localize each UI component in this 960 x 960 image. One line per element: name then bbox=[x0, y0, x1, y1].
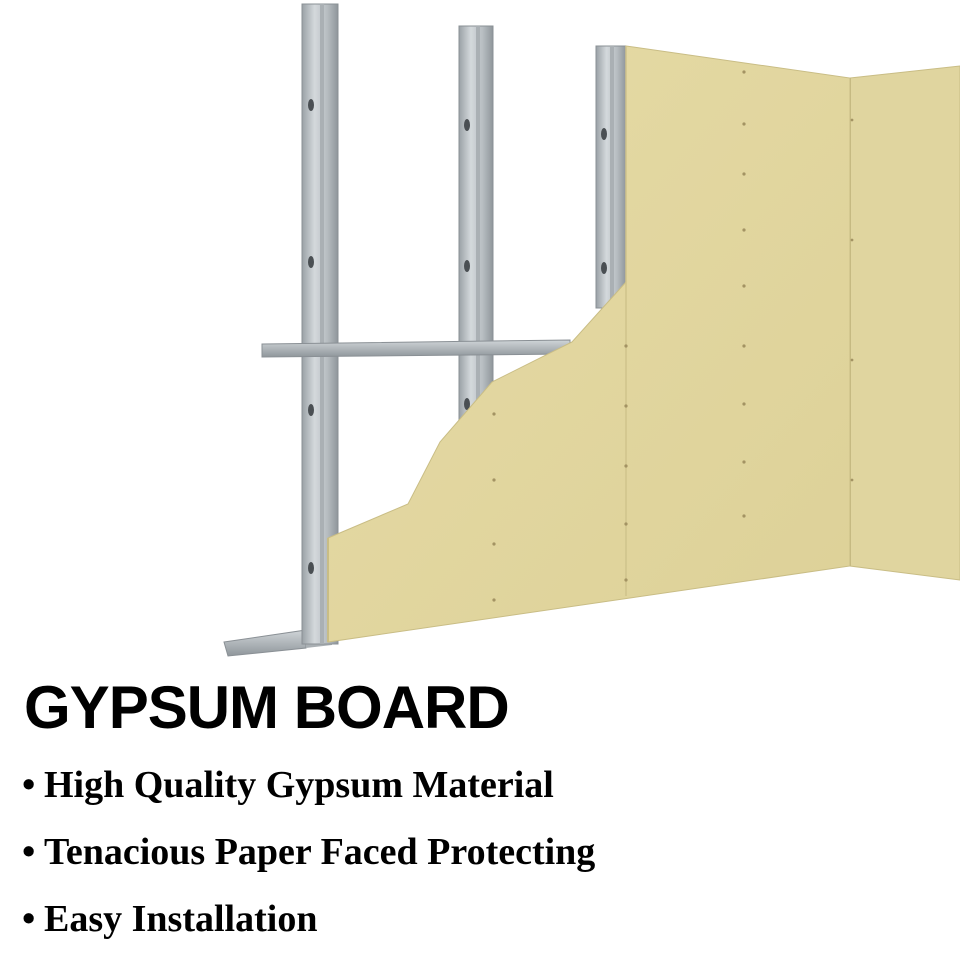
bullet-icon: • bbox=[22, 898, 36, 940]
feature-item: •Easy Installation bbox=[22, 886, 595, 953]
gypsum-board-panel bbox=[327, 45, 854, 643]
feature-item: •High Quality Gypsum Material bbox=[22, 752, 595, 819]
feature-text: High Quality Gypsum Material bbox=[44, 764, 554, 806]
bullet-icon: • bbox=[22, 764, 36, 806]
feature-item: •Tenacious Paper Faced Protecting bbox=[22, 819, 595, 886]
feature-list: •High Quality Gypsum Material •Tenacious… bbox=[22, 752, 595, 953]
steel-stud bbox=[595, 45, 627, 309]
feature-text: Tenacious Paper Faced Protecting bbox=[44, 831, 596, 873]
steel-stud bbox=[458, 25, 494, 427]
side-wall-board bbox=[849, 65, 960, 581]
feature-text: Easy Installation bbox=[44, 898, 318, 940]
product-title: GYPSUM BOARD bbox=[24, 674, 510, 741]
bullet-icon: • bbox=[22, 831, 36, 873]
steel-stud bbox=[301, 3, 339, 645]
